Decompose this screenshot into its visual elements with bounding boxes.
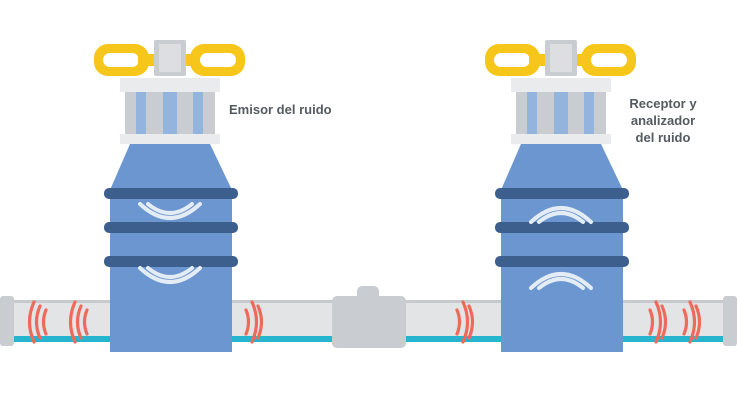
- valve-handle-icon: [485, 40, 636, 76]
- pipe-flange-right: [723, 296, 737, 346]
- signal-wave-icon: [138, 202, 202, 284]
- receiver-label: Receptor y analizador del ruido: [629, 96, 697, 145]
- noise-wave-icon: [27, 300, 702, 344]
- pipe-flange-left: [0, 296, 14, 346]
- emitter-label: Emisor del ruido: [229, 102, 332, 117]
- pipe-coupling: [332, 296, 406, 348]
- noise-emitter-device: [94, 40, 245, 352]
- noise-receiver-device: [485, 40, 636, 352]
- valve-handle-icon: [94, 40, 245, 76]
- signal-wave-icon: [529, 206, 593, 290]
